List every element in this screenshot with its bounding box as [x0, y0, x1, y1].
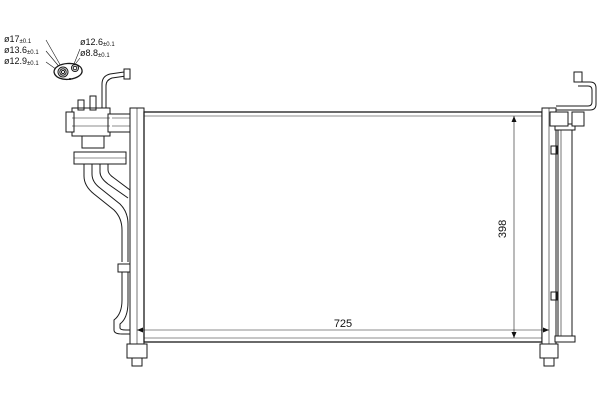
port-flange-detail	[53, 62, 83, 80]
callout-left-outer: ø17±0.1	[4, 34, 32, 45]
width-dimension: 725	[137, 318, 549, 333]
condenser-core	[126, 107, 576, 367]
height-dimension-label: 398	[497, 220, 509, 238]
left-pipe-assembly	[65, 68, 135, 335]
callout-left-mid: ø13.6±0.1	[4, 45, 39, 56]
callout-right-inner: ø8.8±0.1	[80, 48, 110, 59]
width-dimension-label: 725	[334, 318, 352, 330]
right-pipe-assembly	[549, 71, 597, 127]
height-dimension: 398	[497, 116, 517, 338]
callout-right-outer: ø12.6±0.1	[80, 37, 115, 48]
callout-left-inner: ø12.9±0.1	[4, 56, 39, 67]
